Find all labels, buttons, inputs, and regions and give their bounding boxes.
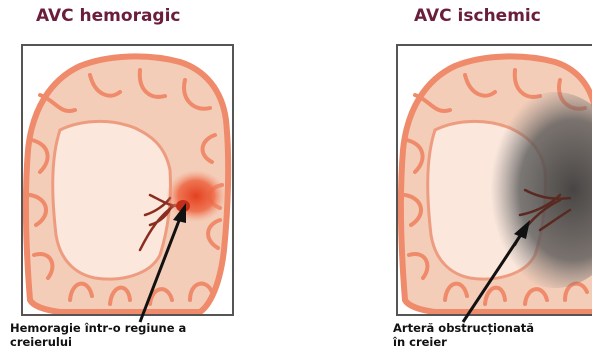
caption-line: Arteră obstrucționată — [393, 321, 534, 335]
caption-line: creierului — [10, 335, 186, 349]
caption-line: Hemoragie într-o regiune a — [10, 321, 186, 335]
caption-line: în creier — [393, 335, 534, 349]
hemorrhage-region — [166, 170, 226, 222]
panel-hemorrhagic — [22, 45, 233, 315]
caption-ischemic: Arteră obstrucționată în creier — [393, 321, 534, 349]
caption-hemorrhagic: Hemoragie într-o regiune a creierului — [10, 321, 186, 349]
white-matter — [53, 121, 171, 279]
